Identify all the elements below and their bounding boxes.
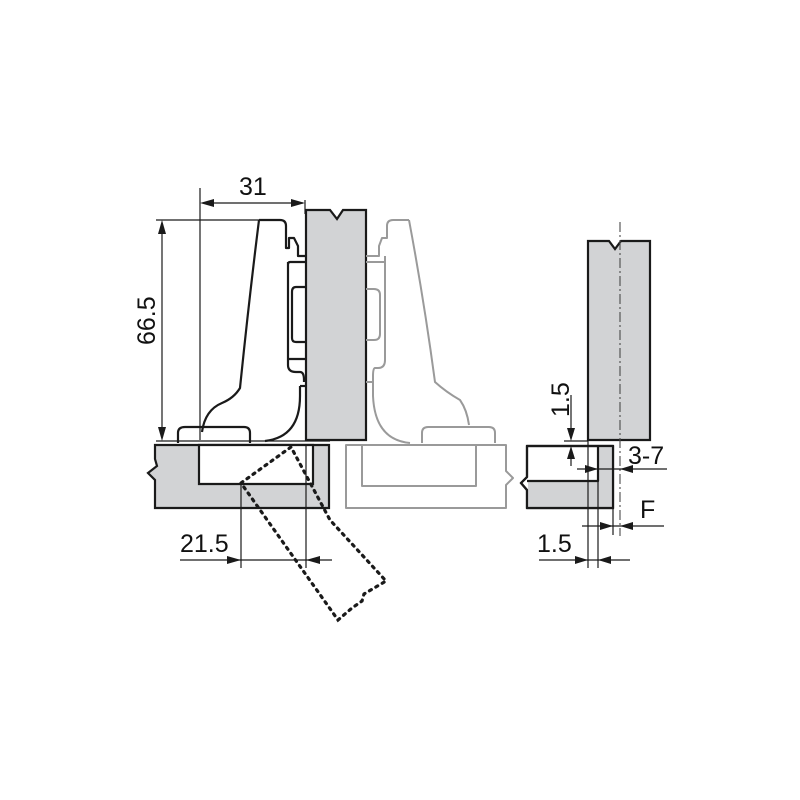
ghost-mounting-plate [366,288,381,341]
dim-label-66-5: 66.5 [133,296,161,345]
dim-label-F: F [640,496,655,524]
detail-cabinet-outline [519,444,615,510]
hinge-mounting-plate [290,285,306,344]
dim-label-21-5: 21.5 [180,530,229,558]
dimension-21-5: 21.5 [180,445,332,568]
door-swing-outline [238,444,389,623]
door-panel [304,208,368,442]
overlay-detail-view: 1.5 3-7 F 1.5 [519,222,667,568]
ghost-cabinet-panel [345,444,514,509]
detail-door-panel [586,239,652,442]
hinge-ghost-view [345,219,514,509]
dim-label-3-7: 3-7 [628,442,664,470]
cup-bore [197,443,315,486]
hinge-cup-flange [176,425,252,443]
dimension-66-5: 66.5 [133,219,330,442]
hinge-side-view [146,208,389,623]
ghost-cup-flange [421,426,496,443]
ghost-cup-bore [361,444,477,487]
hinge-arm-outline [200,218,306,443]
dim-label-31: 31 [239,173,267,201]
dim-label-1-5-vertical: 1.5 [547,382,575,417]
detail-cabinet-fill-lower [528,446,612,507]
dim-label-1-5-horizontal: 1.5 [537,530,572,558]
ghost-hinge-arm [366,219,470,444]
dimension-31: 31 [199,173,306,440]
